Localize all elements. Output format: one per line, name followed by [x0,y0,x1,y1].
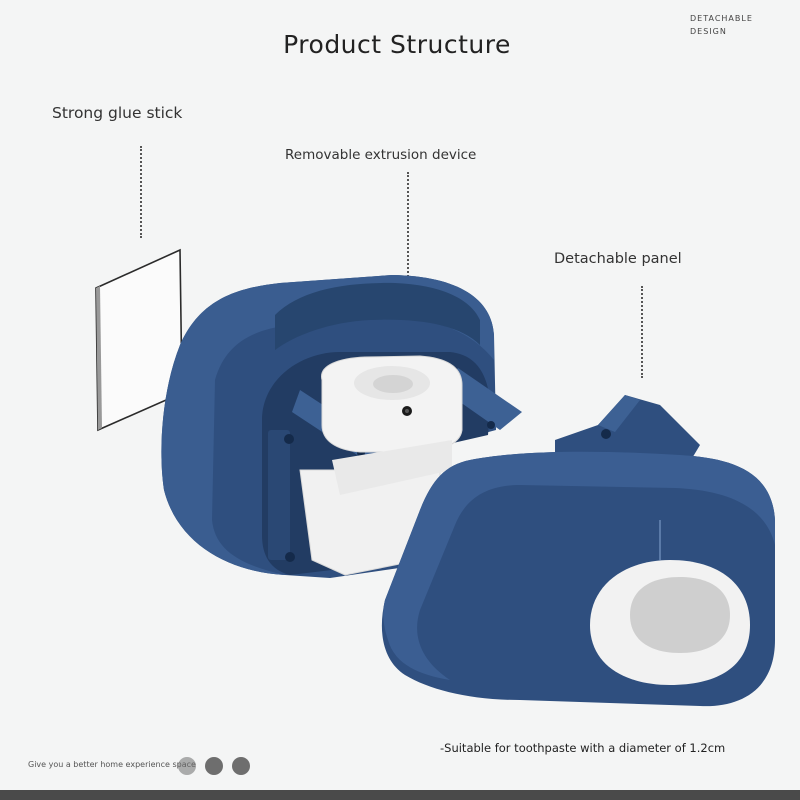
corner-tag: DETACHABLE DESIGN [690,12,753,38]
decor-dot-2 [205,757,223,775]
label-glue-stick: Strong glue stick [52,104,183,122]
bottom-bar [0,790,800,800]
decor-dot-1 [178,757,196,775]
toothpaste-diameter-note: -Suitable for toothpaste with a diameter… [440,741,726,755]
glue-pointer-line [140,146,142,238]
panel-pointer-line [641,286,643,378]
corner-tag-line2: DESIGN [690,27,727,36]
page-title: Product Structure [283,30,511,59]
decor-dot-3 [232,757,250,775]
label-detachable-panel: Detachable panel [554,251,682,267]
glue-stick-pad [95,248,183,432]
footer-tagline: Give you a better home experience space [28,760,196,769]
corner-tag-line1: DETACHABLE [690,14,753,23]
label-extrusion-device: Removable extrusion device [285,147,477,163]
detachable-panel [381,395,775,707]
